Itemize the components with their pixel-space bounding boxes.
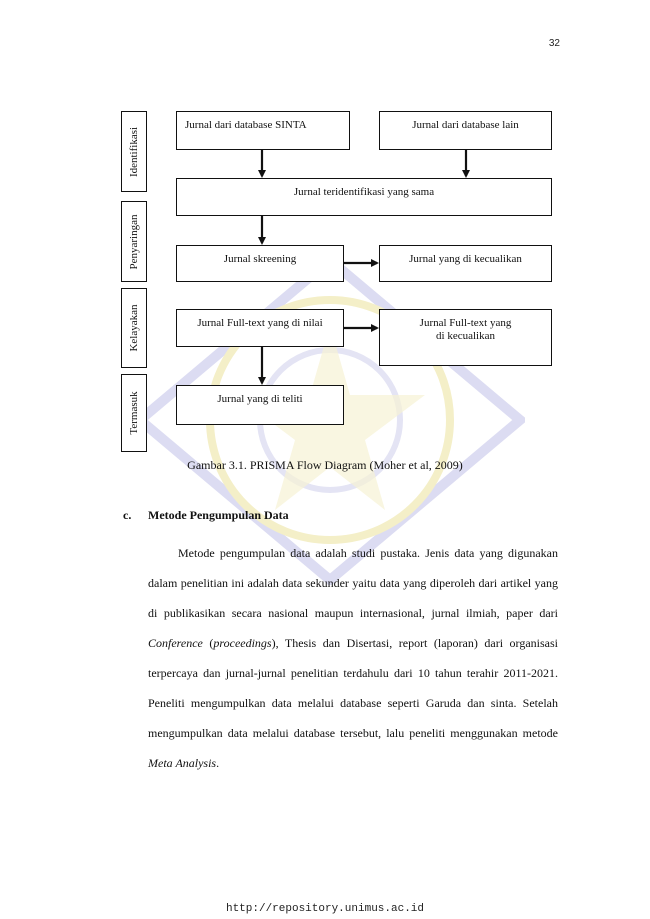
footer-url: http://repository.unimus.ac.id [225,903,425,915]
term-meta-analysis: Meta Analysis [148,756,217,770]
box-sinta: Jurnal dari database SINTA [176,111,350,150]
stage-termasuk: Termasuk [121,374,147,452]
term-conference: Conference [148,636,203,650]
stage-kelayakan: Kelayakan [121,288,147,368]
box-other-database: Jurnal dari database lain [379,111,552,150]
page-number: 32 [548,38,560,49]
section-marker: c. [123,508,132,522]
box-fulltext-excluded: Jurnal Full-text yang di kecualikan [379,309,552,366]
box-screening-excluded: Jurnal yang di kecualikan [379,245,552,282]
box-same-identified: Jurnal teridentifikasi yang sama [176,178,552,216]
box-included: Jurnal yang di teliti [176,385,344,425]
section-heading: c. Metode Pengumpulan Data [123,508,289,523]
stage-identifikasi: Identifikasi [121,111,147,192]
section-title: Metode Pengumpulan Data [148,508,289,522]
box-fulltext-assessed: Jurnal Full-text yang di nilai [176,309,344,347]
prisma-flow-diagram: Identifikasi Penyaringan Kelayakan Terma… [121,111,552,452]
stage-penyaringan: Penyaringan [121,201,147,282]
body-paragraph: Metode pengumpulan data adalah studi pus… [148,546,558,770]
flow-arrows [258,150,470,385]
box-screening: Jurnal skreening [176,245,344,282]
term-proceedings: proceedings [213,636,272,650]
figure-caption: Gambar 3.1. PRISMA Flow Diagram (Moher e… [187,458,463,472]
